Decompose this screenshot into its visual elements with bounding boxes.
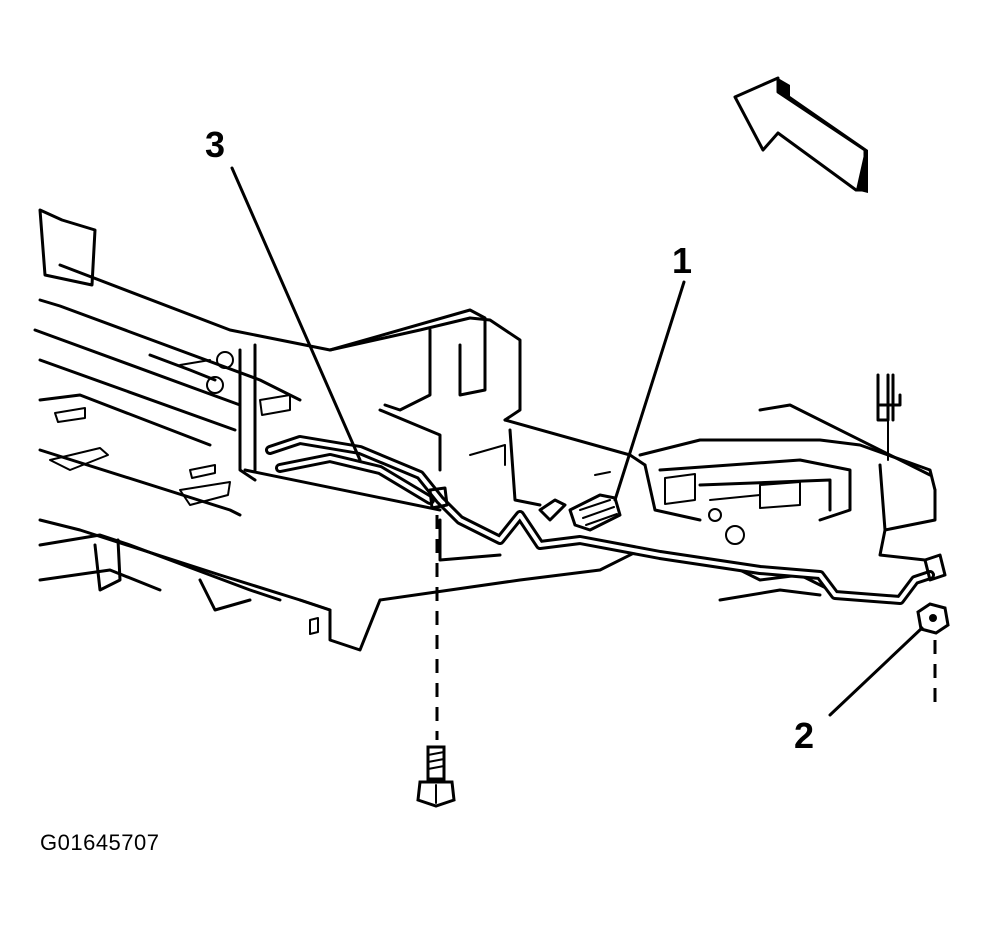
leader-line-3 (230, 166, 362, 462)
callout-2: 2 (794, 715, 815, 756)
leader-line-1 (613, 280, 686, 502)
forward-arrow-icon (733, 76, 868, 193)
callout-1: 1 (672, 240, 693, 281)
retaining-nut (916, 553, 950, 635)
mounting-bolt (416, 486, 456, 808)
callout-3: 3 (205, 124, 226, 165)
frame-structure (33, 208, 937, 652)
pipe-clip (538, 493, 622, 532)
pipe-assembly (265, 435, 935, 605)
leader-line-2 (828, 626, 924, 717)
figure-id: G01645707 (40, 830, 160, 855)
